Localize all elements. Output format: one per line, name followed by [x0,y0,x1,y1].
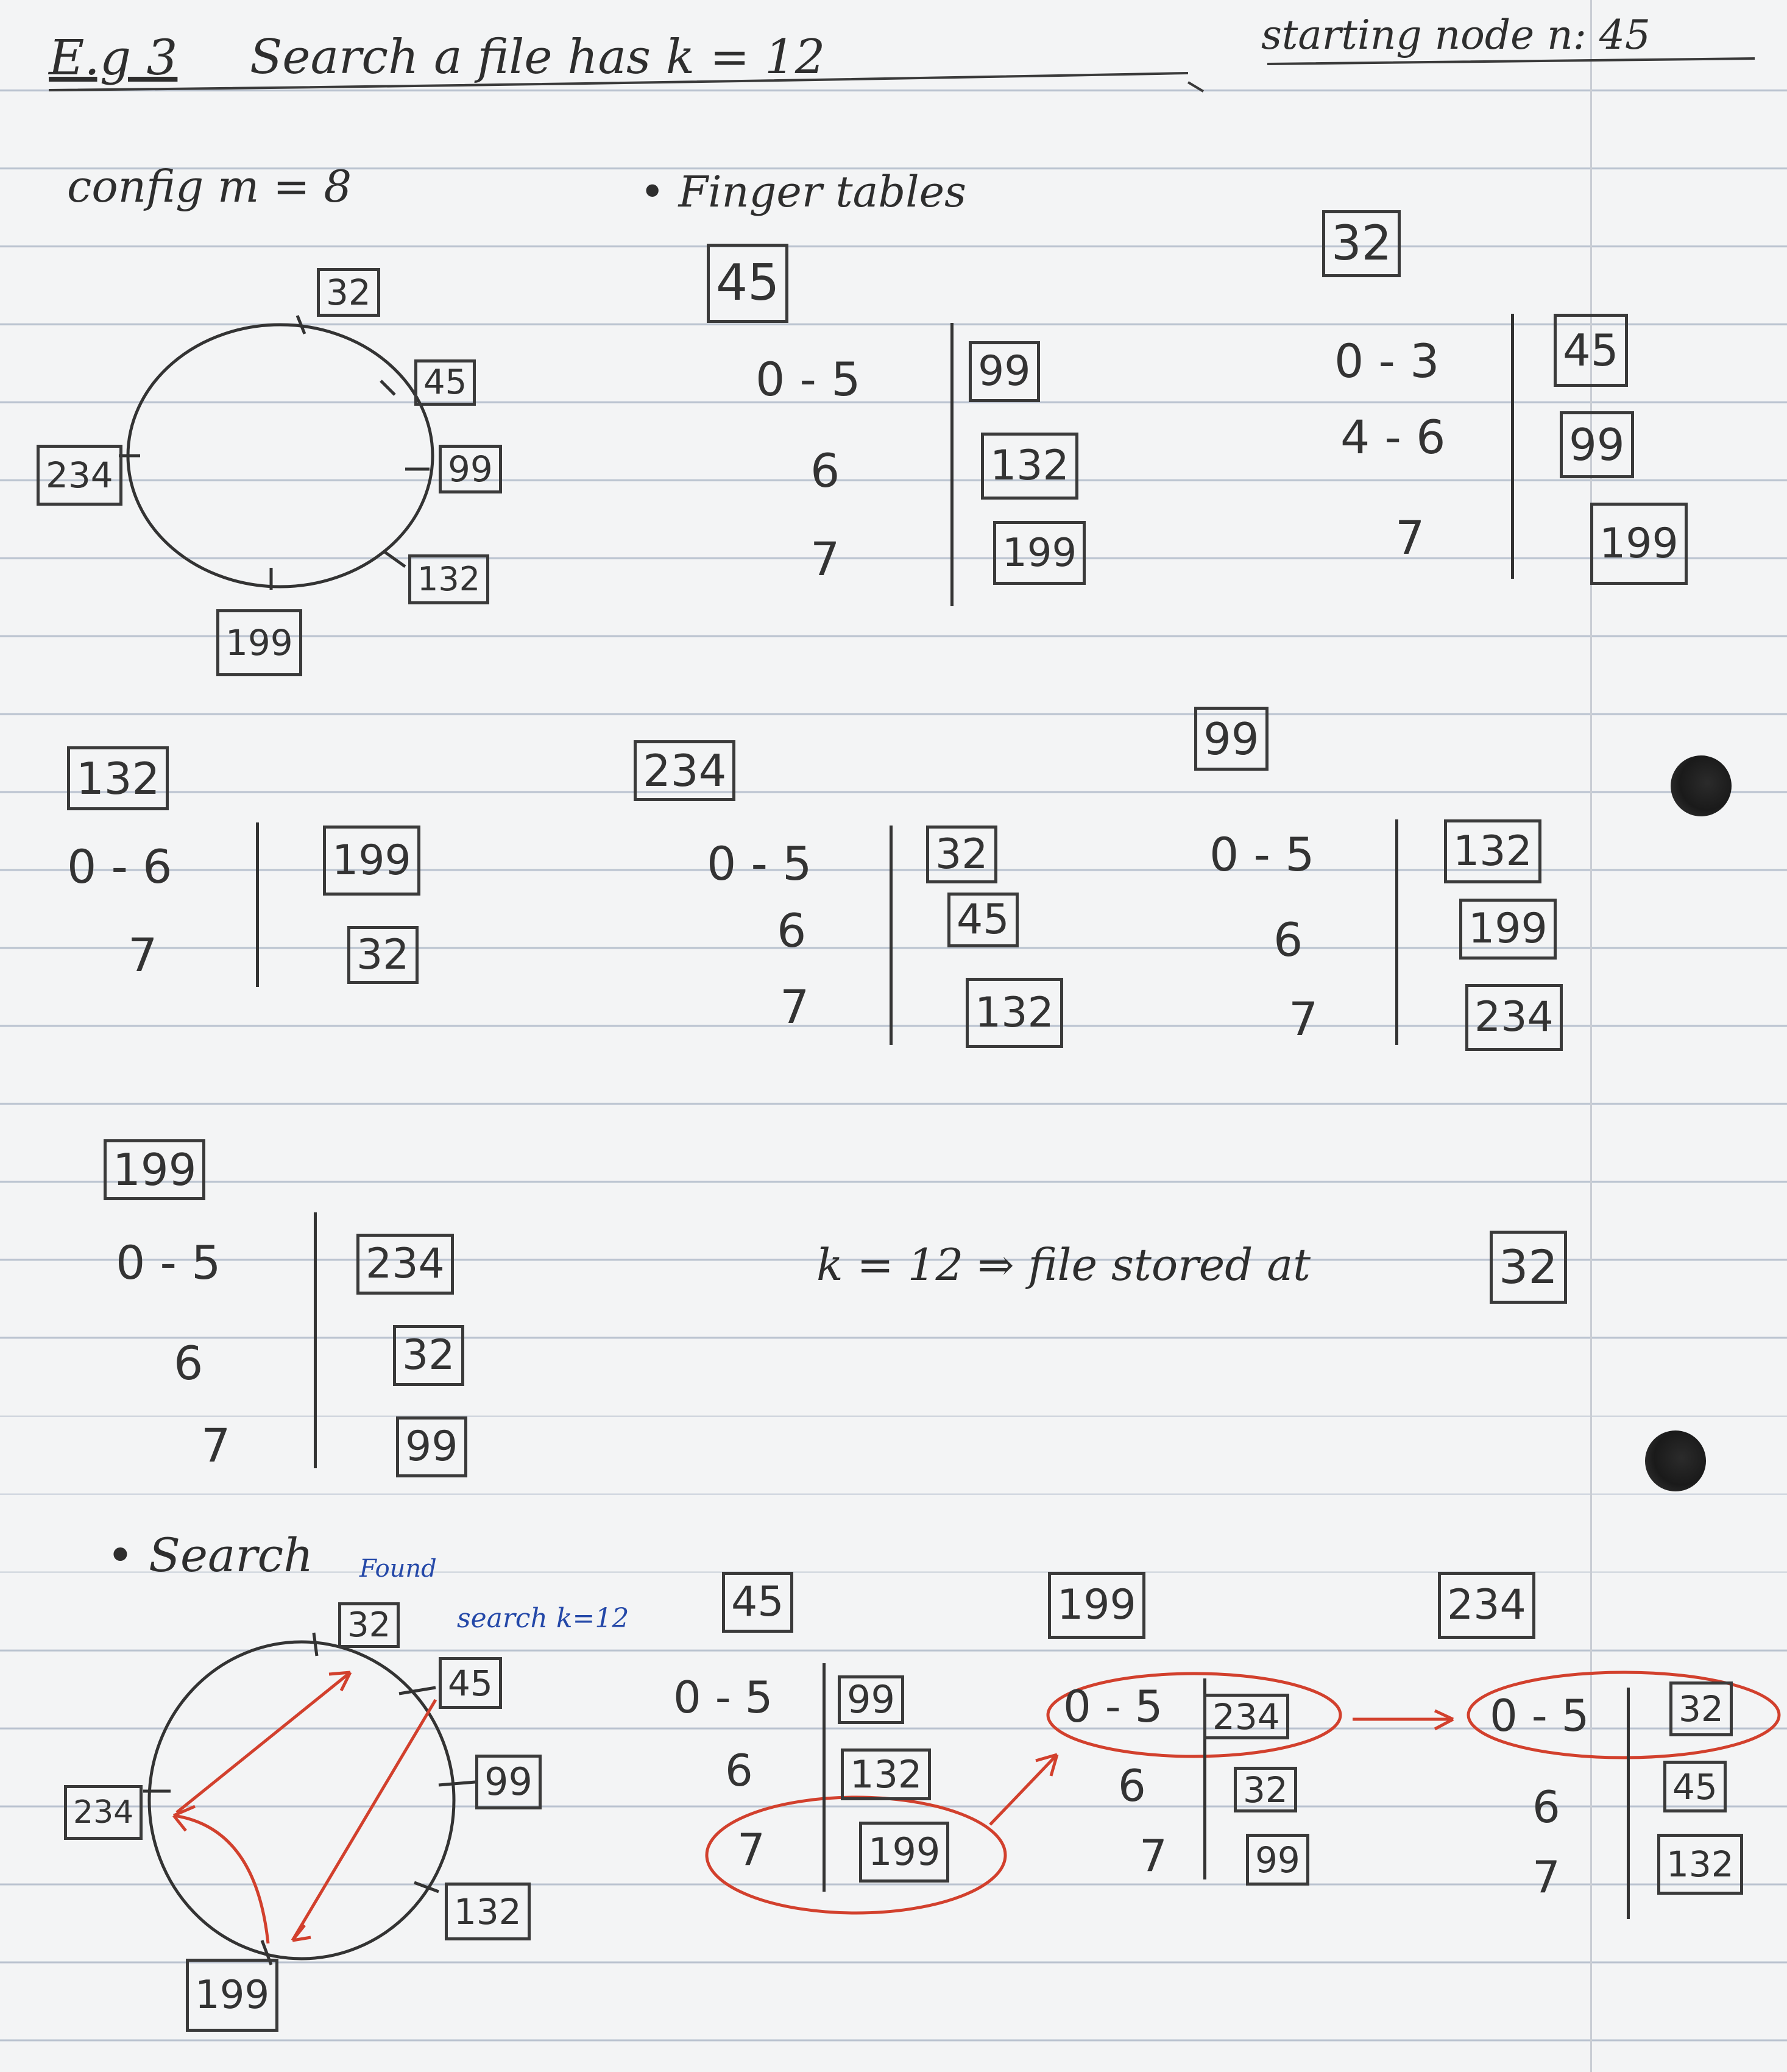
table-node-label: 99 [1194,707,1269,771]
finger-successor: 45 [1554,314,1628,387]
table-divider [950,323,954,606]
finger-index: 6 [777,903,807,958]
search-ring-node: 234 [64,1785,143,1840]
search-ring-node: 45 [439,1657,502,1709]
finger-successor: 132 [1444,819,1541,883]
finger-index: 6 [725,1745,753,1796]
finger-successor: 32 [926,826,997,883]
finger-successor: 99 [969,341,1040,402]
finger-successor: 45 [1663,1761,1727,1812]
finger-index: 0 - 5 [707,836,812,891]
finger-successor: 199 [993,521,1086,585]
config-note: config m = 8 [67,161,352,212]
finger-successor: 45 [947,893,1019,947]
table-divider [1203,1678,1206,1879]
search-table-node-label: 199 [1048,1572,1145,1639]
ring-node: 234 [37,445,122,506]
result-note: k = 12 ⇒ file stored at [816,1239,1311,1290]
finger-index: 7 [1395,511,1425,565]
finger-index: 7 [128,928,158,982]
finger-index: 0 - 5 [673,1672,773,1723]
finger-index: 6 [1273,913,1303,967]
ring-node: 99 [439,445,502,493]
search-ring-node: 32 [338,1602,400,1648]
finger-index: 7 [780,980,810,1034]
problem-statement: Search a file has k = 12 [250,30,826,85]
finger-successor: 32 [347,926,419,984]
finger-successor: 32 [393,1325,464,1386]
finger-successor: 132 [981,433,1078,500]
finger-index: 7 [201,1418,231,1473]
table-divider [1627,1688,1630,1919]
finger-successor: 132 [966,978,1063,1048]
search-ring-node: 99 [475,1755,542,1809]
finger-successor: 99 [1246,1834,1309,1886]
search-heading: • Search [107,1528,314,1582]
finger-index: 7 [1289,992,1318,1046]
finger-index: 0 - 6 [67,840,172,894]
punch-hole [1671,755,1732,816]
finger-successor: 32 [1669,1681,1733,1736]
search-ring-node: 199 [186,1959,279,2032]
finger-successor: 234 [1465,984,1563,1051]
found-annotation: Found [359,1555,437,1583]
finger-index: 7 [1139,1830,1167,1881]
search-ring-node: 132 [445,1883,531,1940]
finger-tables-heading: • Finger tables [640,167,966,217]
ring-node: 45 [414,359,476,406]
finger-index: 0 - 5 [116,1236,221,1290]
finger-successor: 99 [838,1675,904,1724]
finger-index: 0 - 5 [1209,827,1315,882]
finger-successor: 32 [1234,1767,1297,1812]
table-divider [1511,314,1514,579]
finger-index: 6 [1532,1781,1560,1833]
finger-successor: 99 [396,1416,467,1477]
finger-index: 6 [174,1336,203,1390]
finger-index: 0 - 5 [1063,1681,1163,1732]
table-divider [256,822,259,987]
search-key-annotation: search k=12 [457,1603,629,1634]
table-divider [890,826,893,1045]
table-node-label: 32 [1322,210,1401,277]
finger-successor: 99 [1560,411,1634,478]
finger-index: 7 [737,1824,765,1875]
ring-node: 32 [317,268,380,317]
finger-successor: 199 [1590,503,1688,585]
table-divider [823,1663,826,1892]
table-node-label: 199 [104,1139,206,1200]
finger-index: 6 [1118,1760,1146,1811]
table-node-label: 132 [67,746,169,810]
ring-node: 132 [408,554,490,604]
finger-successor: 132 [841,1748,932,1800]
finger-index: 0 - 5 [755,352,861,406]
starting-node-note: starting node n: 45 [1261,12,1651,58]
finger-index: 4 - 6 [1340,410,1446,464]
finger-successor: 199 [859,1822,950,1883]
example-label: E.g 3 [49,29,178,86]
finger-successor: 199 [323,826,420,896]
finger-successor: 234 [1203,1694,1289,1739]
finger-index: 0 - 3 [1334,334,1440,388]
table-node-label: 234 [634,740,736,801]
finger-index: 0 - 5 [1490,1690,1590,1741]
finger-successor: 199 [1459,899,1557,960]
result-node: 32 [1490,1231,1567,1304]
table-node-label: 45 [707,244,789,323]
search-table-node-label: 45 [722,1572,793,1633]
finger-index: 6 [810,444,840,498]
finger-index: 7 [1532,1851,1560,1903]
ring-node: 199 [216,609,302,676]
finger-successor: 234 [356,1234,454,1295]
margin-line [1590,0,1592,2072]
punch-hole [1645,1430,1706,1491]
search-table-node-label: 234 [1438,1572,1535,1639]
table-divider [1395,819,1398,1045]
finger-index: 7 [810,532,840,586]
finger-successor: 132 [1657,1834,1743,1895]
table-divider [314,1212,317,1468]
